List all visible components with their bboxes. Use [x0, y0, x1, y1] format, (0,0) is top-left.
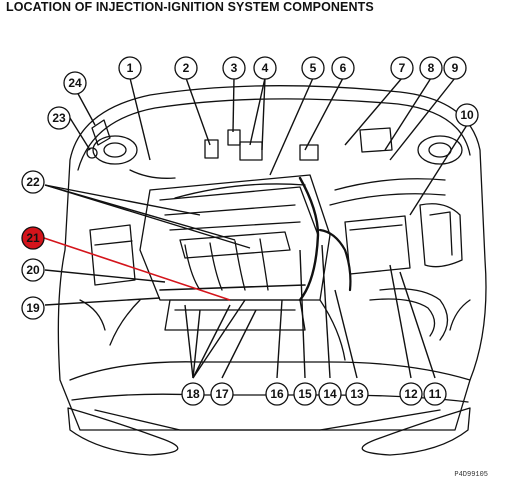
callout-16: 16 — [265, 382, 289, 406]
callout-label: 19 — [26, 301, 40, 315]
callout-15: 15 — [293, 382, 317, 406]
callout-10: 10 — [455, 103, 479, 127]
callout-label: 14 — [323, 387, 337, 401]
callout-label: 4 — [262, 61, 269, 75]
callout-4: 4 — [253, 56, 277, 80]
callout-label: 8 — [428, 61, 435, 75]
callout-12: 12 — [399, 382, 423, 406]
callout-6: 6 — [331, 56, 355, 80]
callout-label: 2 — [183, 61, 190, 75]
callout-17: 17 — [210, 382, 234, 406]
callout-label: 22 — [26, 175, 40, 189]
callout-5: 5 — [301, 56, 325, 80]
callout-14: 14 — [318, 382, 342, 406]
callout-label: 1 — [127, 61, 134, 75]
callout-label: 17 — [215, 387, 229, 401]
callout-22: 22 — [21, 170, 45, 194]
callout-2: 2 — [174, 56, 198, 80]
callout-label: 12 — [404, 387, 418, 401]
callout-1: 1 — [118, 56, 142, 80]
callout-20: 20 — [21, 258, 45, 282]
callout-label: 16 — [270, 387, 284, 401]
callout-13: 13 — [345, 382, 369, 406]
callout-label: 11 — [429, 387, 442, 401]
callout-18: 18 — [181, 382, 205, 406]
callout-label: 9 — [452, 61, 459, 75]
callout-23: 23 — [47, 106, 71, 130]
callout-7: 7 — [390, 56, 414, 80]
callout-label: 3 — [231, 61, 238, 75]
callout-11: 11 — [423, 382, 447, 406]
callout-label: 6 — [340, 61, 347, 75]
callout-label: 13 — [350, 387, 364, 401]
callout-19: 19 — [21, 296, 45, 320]
callout-label: 20 — [26, 263, 40, 277]
callout-label: 10 — [460, 108, 474, 122]
callout-21-highlighted: 21 — [21, 226, 45, 250]
callout-24: 24 — [63, 71, 87, 95]
callout-label: 23 — [52, 111, 66, 125]
page-title: LOCATION OF INJECTION-IGNITION SYSTEM CO… — [6, 0, 374, 14]
callout-label: 24 — [68, 76, 82, 90]
callout-label: 15 — [298, 387, 312, 401]
callout-label: 18 — [186, 387, 200, 401]
callout-8: 8 — [419, 56, 443, 80]
callout-9: 9 — [443, 56, 467, 80]
callout-label: 21 — [26, 231, 40, 245]
callout-3: 3 — [222, 56, 246, 80]
callout-label: 7 — [399, 61, 406, 75]
callout-label: 5 — [310, 61, 317, 75]
highlight-leader — [43, 237, 231, 301]
leader-lines — [44, 77, 468, 379]
callout-markers: 1 2 3 4 5 6 7 8 9 10 11 12 13 14 15 16 1… — [21, 56, 479, 406]
figure-code: P4D99105 — [454, 471, 488, 479]
